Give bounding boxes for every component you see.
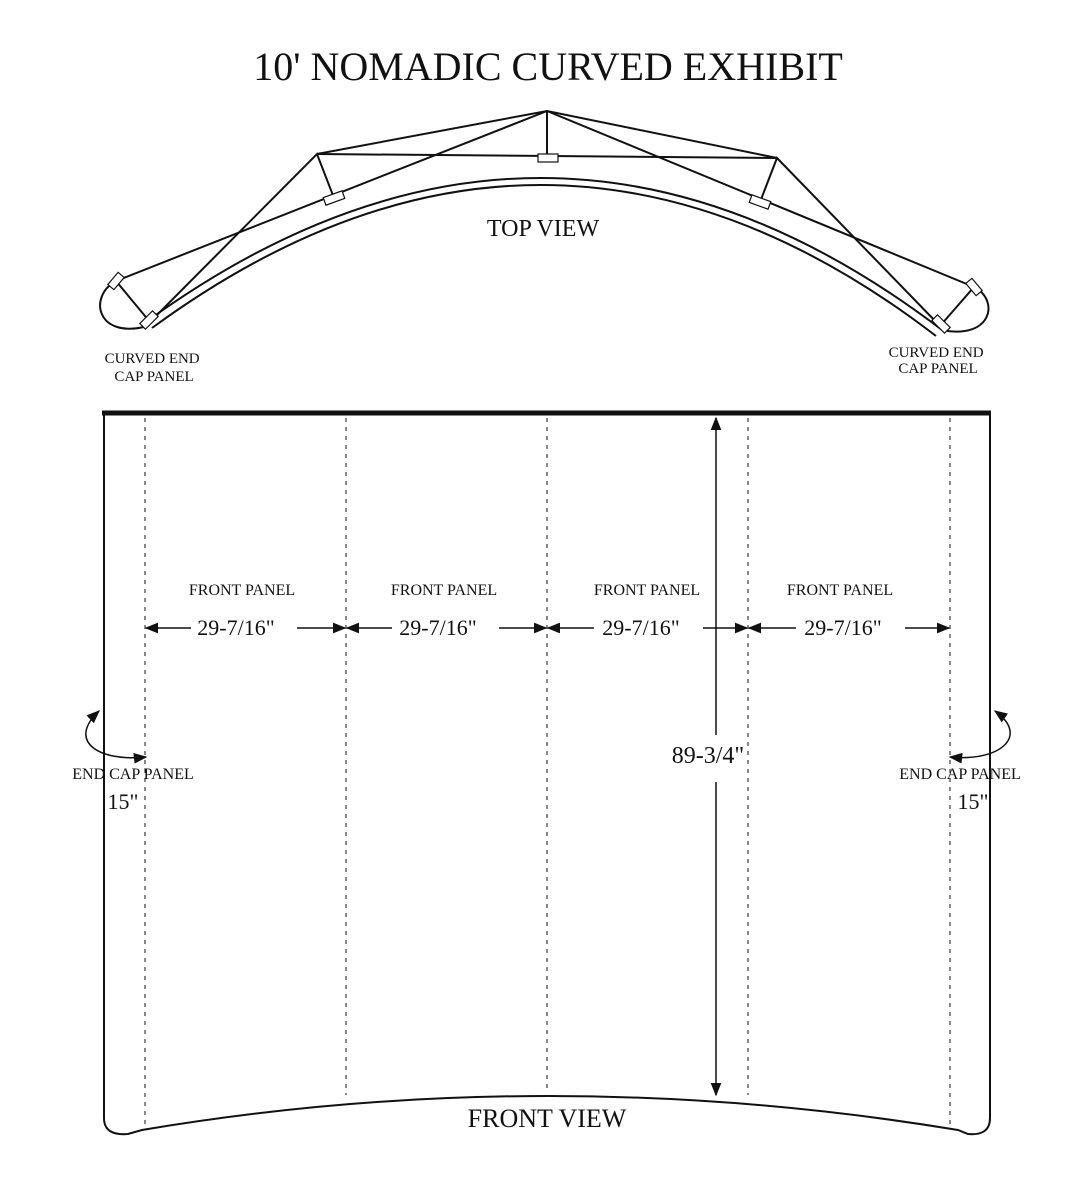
front-outline <box>103 414 991 1136</box>
left-end-cap-arrow <box>85 710 148 764</box>
front-view-drawing <box>102 410 991 1136</box>
end-cap-label-right: END CAP PANEL <box>899 766 1021 783</box>
end-cap-label-left: END CAP PANEL <box>72 766 194 783</box>
connector-left-end <box>138 309 160 331</box>
height-value: 89-3/4" <box>672 743 744 769</box>
connector-left-top <box>106 271 126 291</box>
front-panel-label-2: FRONT PANEL <box>391 582 497 599</box>
curved-end-cap-label-left: CURVED END CAP PANEL <box>105 351 204 385</box>
top-view-label: TOP VIEW <box>487 216 600 242</box>
connector-right-end <box>930 313 952 335</box>
panel-width-4: 29-7/16" <box>804 615 881 640</box>
front-panel-label-1: FRONT PANEL <box>189 582 295 599</box>
top-frame-right-end <box>939 286 975 327</box>
top-frame-right <box>759 156 941 327</box>
connector-left <box>322 190 346 206</box>
panel-seams <box>144 418 951 1125</box>
left-end-cap-curve <box>99 280 149 330</box>
top-view-connectors <box>106 153 984 335</box>
page-title: 10' NOMADIC CURVED EXHIBIT <box>253 44 843 89</box>
connector-center <box>537 153 559 163</box>
end-cap-width-left: 15" <box>108 789 139 814</box>
right-end-cap-arrow <box>948 710 1011 764</box>
panel-width-2: 29-7/16" <box>399 615 476 640</box>
connector-right-top <box>964 277 984 297</box>
top-frame-left-end <box>115 280 151 323</box>
front-view-label: FRONT VIEW <box>468 1104 627 1133</box>
front-panel-label-4: FRONT PANEL <box>787 582 893 599</box>
connector-right <box>748 194 772 210</box>
top-view-drawing <box>99 109 990 337</box>
end-cap-arrows <box>85 710 1011 764</box>
end-cap-width-right: 15" <box>958 789 989 814</box>
panel-width-1: 29-7/16" <box>197 615 274 640</box>
curved-end-cap-label-right: CURVED END CAP PANEL <box>889 345 988 377</box>
front-panel-label-3: FRONT PANEL <box>594 582 700 599</box>
top-view-outer-arc <box>145 177 943 331</box>
top-view-inner-arc <box>151 184 937 337</box>
right-end-cap-curve <box>941 286 990 333</box>
panel-width-3: 29-7/16" <box>602 615 679 640</box>
